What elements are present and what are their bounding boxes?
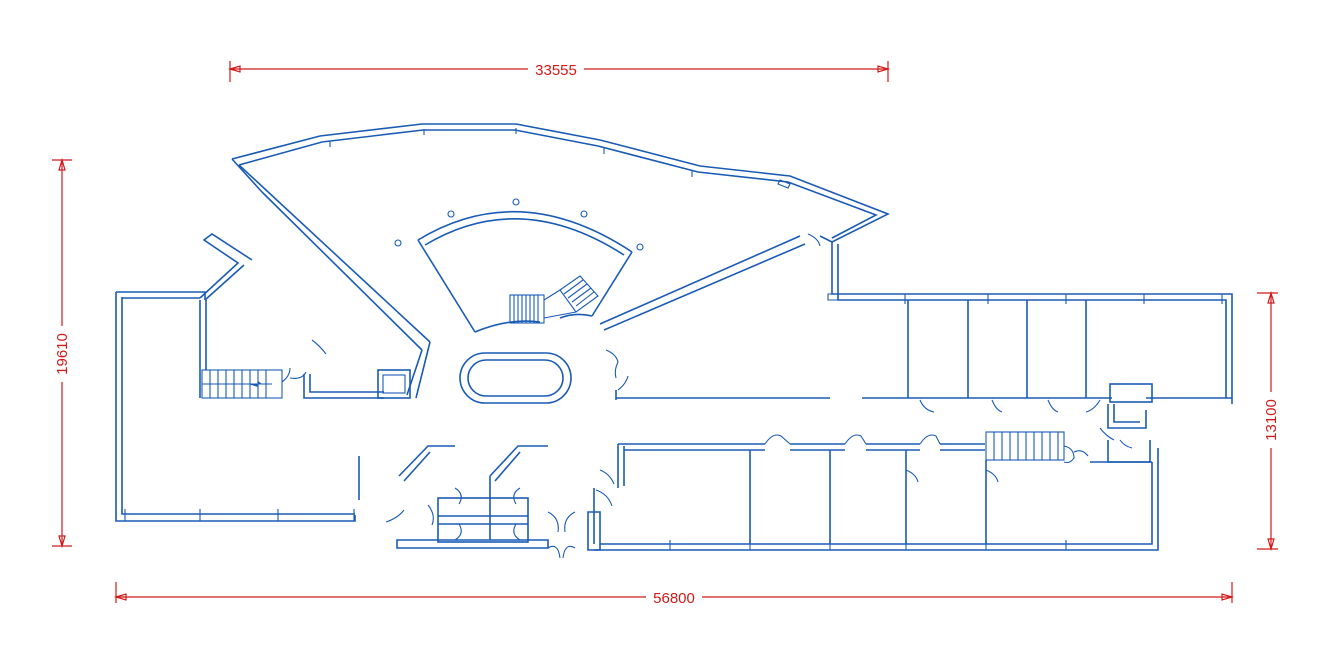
dimension-bottom-label: 56800 [653, 590, 695, 607]
fan-hall-outer-wall [231, 123, 890, 399]
dimension-left: 19610 [52, 157, 72, 549]
dimension-bottom: 56800 [113, 582, 1235, 607]
dimension-right: 13100 [1257, 290, 1281, 552]
south-entry [385, 445, 601, 559]
west-wing [115, 233, 411, 522]
oval-atrium [459, 352, 572, 404]
arc-stair [509, 275, 599, 324]
dimension-top-label: 33555 [535, 62, 577, 79]
dimension-left-label: 19610 [54, 333, 71, 375]
dimension-right-label: 13100 [1263, 399, 1280, 441]
east-wing [593, 242, 1233, 551]
dimension-top: 33555 [227, 60, 891, 82]
central-arc-stage [394, 198, 644, 333]
